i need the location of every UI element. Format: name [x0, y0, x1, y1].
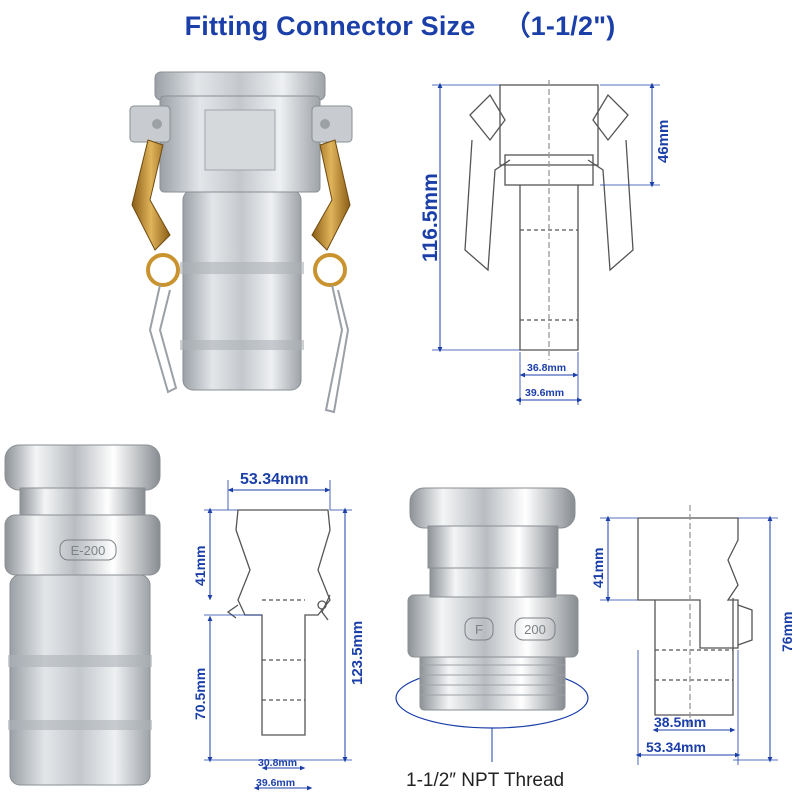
- type-f-flange-width-label: 53.34mm: [646, 739, 706, 755]
- npt-thread-note: 1-1/2″ NPT Thread: [406, 770, 565, 791]
- type-e-adapter-photo: E-200: [4, 444, 161, 786]
- type-e-stamp: E-200: [71, 543, 106, 558]
- type-c-outer-diameter-label: 39.6mm: [525, 387, 564, 399]
- page-title: Fitting Connector Size （1-1/2"): [0, 4, 800, 43]
- type-e-outer-diameter-label: 39.6mm: [256, 777, 295, 789]
- type-c-coupler-height-label: 46mm: [655, 120, 672, 163]
- type-e-drawing: [226, 509, 331, 736]
- type-f-drawing: [637, 505, 753, 730]
- type-e-overall-label: 123.5mm: [349, 621, 366, 685]
- type-c-coupler-photo: [129, 71, 353, 414]
- type-f-thread-diameter-label: 38.5mm: [654, 714, 706, 730]
- type-f-overall-label: 76mm: [779, 612, 795, 652]
- type-c-inner-diameter-label: 36.8mm: [527, 362, 566, 374]
- title-size: （1-1/2"): [503, 11, 616, 41]
- type-c-dimensions: 116.5mm 46mm 36.8mm 39.6mm: [419, 82, 672, 405]
- type-e-adapter-height-label: 41mm: [192, 546, 208, 586]
- type-e-dimensions: 53.34mm 41mm 70.5mm 123.5mm 30.8mm 39.6m…: [192, 471, 366, 791]
- type-e-flange-width-label: 53.34mm: [240, 471, 309, 488]
- type-e-shank-length-label: 70.5mm: [192, 668, 208, 720]
- type-c-overall-label: 116.5mm: [419, 173, 442, 262]
- type-f-stamp-letter: F: [475, 622, 483, 637]
- type-f-adapter-height-label: 41mm: [590, 548, 606, 588]
- type-f-dimensions: 41mm 76mm 38.5mm 53.34mm: [590, 515, 795, 765]
- title-main: Fitting Connector Size: [184, 11, 476, 41]
- type-e-inner-diameter-label: 30.8mm: [258, 757, 297, 769]
- type-f-adapter-photo: F 200: [395, 487, 589, 762]
- type-c-drawing: [464, 80, 634, 360]
- type-f-stamp-size: 200: [524, 622, 546, 637]
